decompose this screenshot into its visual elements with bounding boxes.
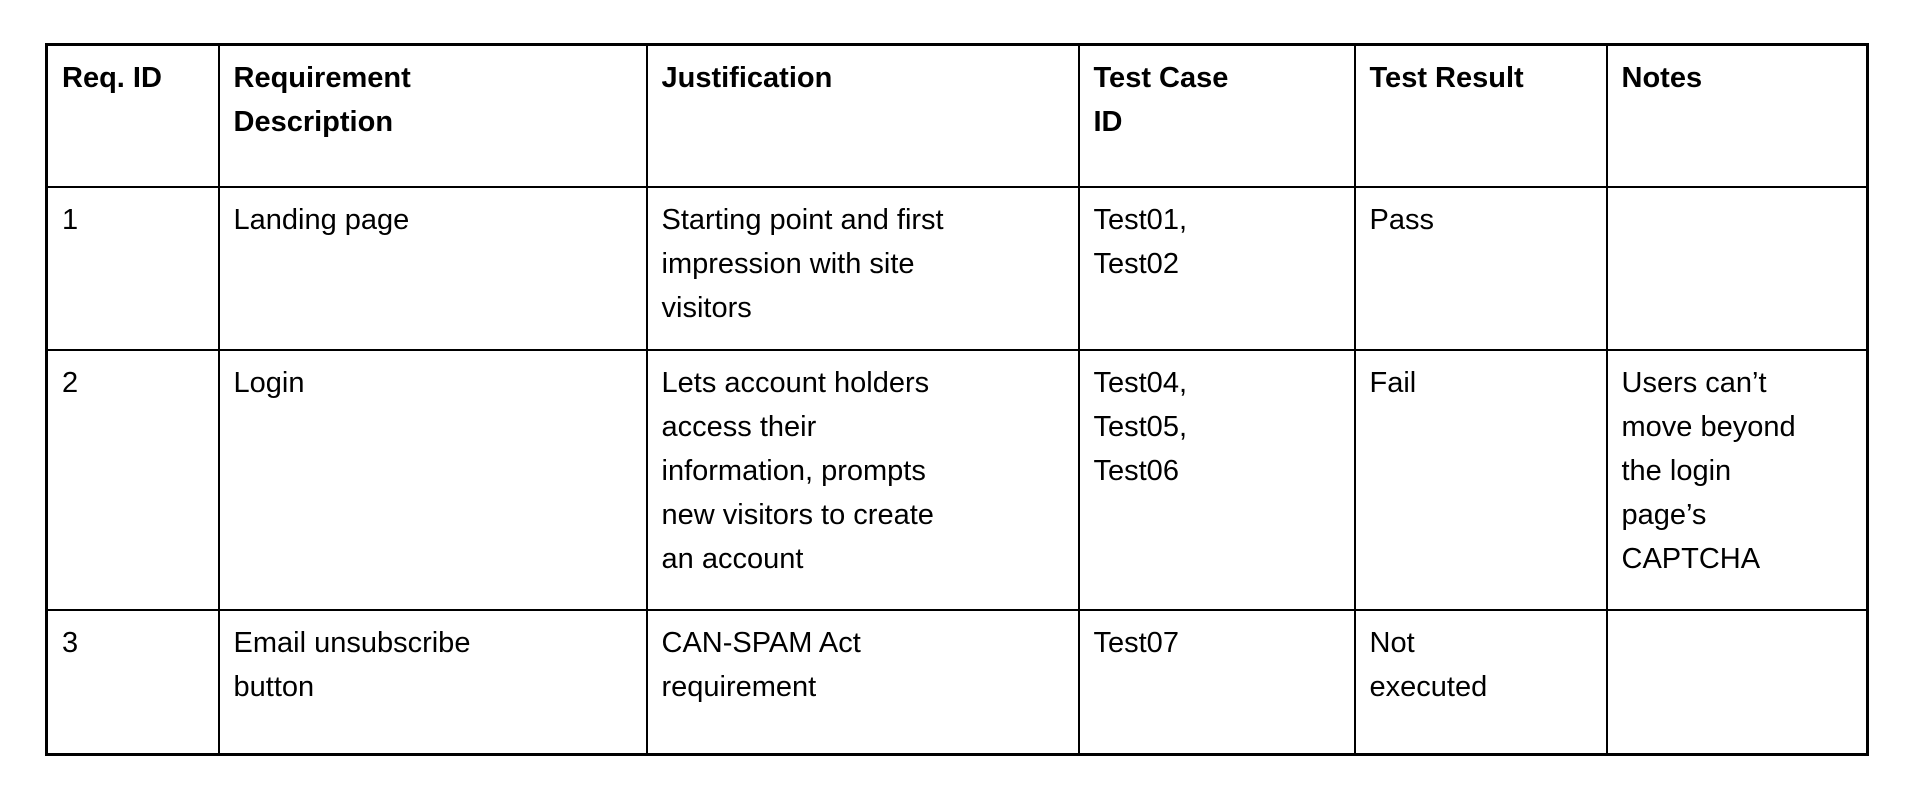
header-cell-test-case-id: Test Case ID: [1077, 43, 1356, 188]
cell-r1-req-id: 1: [45, 185, 220, 351]
header-cell-justification: Justification: [645, 43, 1080, 188]
cell-r3-test-result: Not executed: [1353, 608, 1608, 756]
table-row-1: 1 Landing page Starting point and first …: [45, 185, 1869, 351]
cell-r3-requirement-description: Email unsubscribe button: [217, 608, 648, 756]
header-cell-notes: Notes: [1605, 43, 1869, 188]
cell-r2-justification: Lets account holders access their inform…: [645, 348, 1080, 611]
cell-r3-notes: [1605, 608, 1869, 756]
cell-r1-test-case-id: Test01, Test02: [1077, 185, 1356, 351]
cell-r1-notes: [1605, 185, 1869, 351]
cell-r3-justification: CAN-SPAM Act requirement: [645, 608, 1080, 756]
cell-r1-test-result: Pass: [1353, 185, 1608, 351]
table-row-3: 3 Email unsubscribe button CAN-SPAM Act …: [45, 608, 1869, 756]
header-cell-requirement-description: Requirement Description: [217, 43, 648, 188]
cell-r3-test-case-id: Test07: [1077, 608, 1356, 756]
cell-r2-test-result: Fail: [1353, 348, 1608, 611]
requirements-traceability-table: Req. ID Requirement Description Justific…: [45, 43, 1869, 756]
header-cell-req-id: Req. ID: [45, 43, 220, 188]
header-row: Req. ID Requirement Description Justific…: [45, 43, 1869, 188]
cell-r2-notes: Users can’t move beyond the login page’s…: [1605, 348, 1869, 611]
cell-r2-requirement-description: Login: [217, 348, 648, 611]
cell-r1-requirement-description: Landing page: [217, 185, 648, 351]
cell-r2-req-id: 2: [45, 348, 220, 611]
table-row-2: 2 Login Lets account holders access thei…: [45, 348, 1869, 611]
cell-r3-req-id: 3: [45, 608, 220, 756]
cell-r1-justification: Starting point and first impression with…: [645, 185, 1080, 351]
header-cell-test-result: Test Result: [1353, 43, 1608, 188]
requirements-table-container: Req. ID Requirement Description Justific…: [45, 43, 1869, 756]
cell-r2-test-case-id: Test04, Test05, Test06: [1077, 348, 1356, 611]
